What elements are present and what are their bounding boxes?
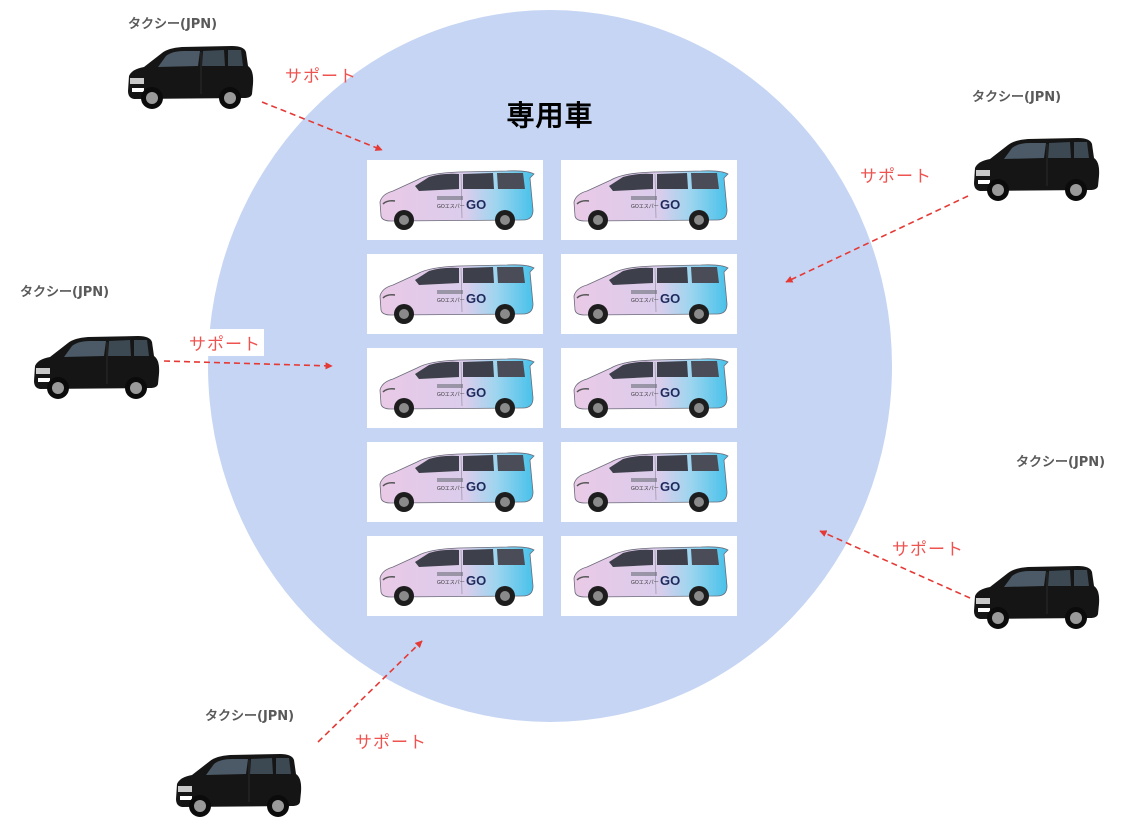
taxi-image-bottom (170, 744, 305, 824)
van-go-badge: GO (660, 479, 680, 494)
van-caption: GOエスパー (631, 298, 659, 304)
taxi-label-left: タクシー(JPN) (20, 285, 110, 300)
van-go-badge: GO (660, 197, 680, 212)
van-caption: GOエスパー (437, 392, 465, 398)
van-caption: GOエスパー (631, 204, 659, 210)
van-go-badge: GO (660, 573, 680, 588)
dedicated-van-image: GOエスパー GO (367, 442, 543, 522)
dedicated-van-image: GOエスパー GO (367, 536, 543, 616)
support-label-right-bottom: サポート (892, 540, 964, 560)
arrow-top-left (261, 101, 383, 151)
van-caption: GOエスパー (437, 580, 465, 586)
taxi-label-top-left: タクシー(JPN) (128, 17, 218, 32)
dedicated-van-image: GOエスパー GO (367, 160, 543, 240)
arrow-bottom (317, 640, 423, 743)
taxi-image-right-top (968, 128, 1103, 208)
dedicated-van-image: GOエスパー GO (561, 536, 737, 616)
dedicated-van-image: GOエスパー GO (367, 348, 543, 428)
dedicated-van-image: GOエスパー GO (561, 348, 737, 428)
van-go-badge: GO (466, 291, 486, 306)
taxi-image-left (28, 326, 163, 406)
dedicated-van-image: GOエスパー GO (561, 442, 737, 522)
van-caption: GOエスパー (631, 486, 659, 492)
dedicated-van-image: GOエスパー GO (561, 160, 737, 240)
arrow-left (163, 360, 333, 370)
van-go-badge: GO (466, 197, 486, 212)
arrow-right-bottom (819, 530, 971, 599)
taxi-label-bottom: タクシー(JPN) (205, 709, 295, 724)
van-caption: GOエスパー (437, 298, 465, 304)
van-go-badge: GO (466, 573, 486, 588)
van-caption: GOエスパー (631, 392, 659, 398)
van-go-badge: GO (660, 385, 680, 400)
dedicated-van-image: GOエスパー GO (367, 254, 543, 334)
support-label-bottom: サポート (355, 733, 427, 753)
dedicated-vehicle-circle (208, 10, 892, 722)
taxi-label-right-top: タクシー(JPN) (972, 90, 1062, 105)
van-caption: GOエスパー (631, 580, 659, 586)
van-go-badge: GO (466, 479, 486, 494)
support-label-top-left: サポート (285, 67, 357, 87)
diagram-title: 専用車 (506, 99, 594, 132)
support-label-right-top: サポート (860, 167, 932, 187)
van-go-badge: GO (466, 385, 486, 400)
van-caption: GOエスパー (437, 486, 465, 492)
taxi-label-right-bottom: タクシー(JPN) (1016, 455, 1106, 470)
van-caption: GOエスパー (437, 204, 465, 210)
taxi-image-right-bottom (968, 556, 1103, 636)
arrow-right-top (785, 195, 969, 283)
support-label-left: サポート (186, 329, 264, 356)
dedicated-van-image: GOエスパー GO (561, 254, 737, 334)
van-go-badge: GO (660, 291, 680, 306)
taxi-image-top-left (122, 36, 257, 116)
